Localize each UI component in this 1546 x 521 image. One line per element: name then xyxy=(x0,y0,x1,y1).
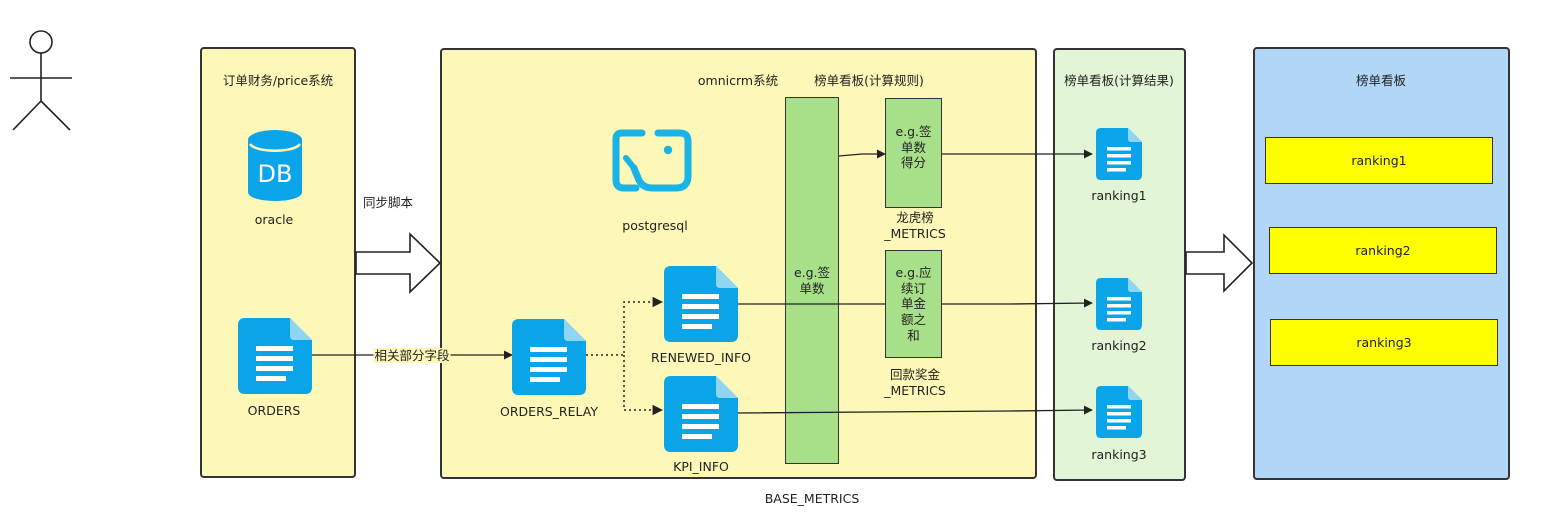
result-ranking2-label: ranking2 xyxy=(1091,338,1147,353)
dashboard-ranking3-label: ranking3 xyxy=(1356,335,1412,350)
ranking1-document-icon xyxy=(1096,128,1142,180)
postgresql-logo-icon xyxy=(612,129,692,192)
omnicrm-title: omnicrm系统 xyxy=(697,73,779,88)
rule2-text: e.g.应续订单金额之和 xyxy=(895,265,932,343)
base-metric-text: e.g.签单数 xyxy=(793,265,831,296)
related-fields-label: 相关部分字段 xyxy=(373,348,451,363)
rules-title: 榜单看板(计算规则) xyxy=(814,73,924,88)
user-actor-icon xyxy=(10,30,72,131)
order-finance-panel xyxy=(200,47,356,478)
dashboard-ranking3: ranking3 xyxy=(1270,319,1498,366)
dashboard-title: 榜单看板 xyxy=(1355,73,1407,88)
rule1-name: 龙虎榜_METRICS xyxy=(884,210,946,241)
dashboard-ranking2: ranking2 xyxy=(1269,227,1497,274)
database-icon xyxy=(248,130,302,201)
postgresql-label: postgresql xyxy=(622,218,688,233)
renewed-info-document-icon xyxy=(664,266,738,342)
dashboard-ranking2-label: ranking2 xyxy=(1355,243,1411,258)
order-finance-title: 订单财务/price系统 xyxy=(222,73,334,88)
base-metric-box xyxy=(785,97,839,464)
ranking2-document-icon xyxy=(1096,278,1142,330)
output-big-arrow xyxy=(1185,233,1254,293)
orders-label: ORDERS xyxy=(247,403,301,418)
sync-big-arrow xyxy=(355,232,442,294)
db-icon-text: DB xyxy=(257,160,293,188)
orders-document-icon xyxy=(238,318,312,394)
oracle-label: oracle xyxy=(254,212,294,227)
orders-relay-document-icon xyxy=(512,319,586,395)
results-title: 榜单看板(计算结果) xyxy=(1064,73,1174,88)
orders-relay-label: ORDERS_RELAY xyxy=(500,404,598,419)
rule1-box xyxy=(885,98,942,208)
kpi-info-label: KPI_INFO xyxy=(673,459,729,474)
result-ranking1-label: ranking1 xyxy=(1091,188,1147,203)
result-ranking3-label: ranking3 xyxy=(1091,447,1147,462)
kpi-info-document-icon xyxy=(664,376,738,452)
dashboard-ranking1-label: ranking1 xyxy=(1351,153,1407,168)
dashboard-ranking1: ranking1 xyxy=(1265,137,1493,184)
rule1-text: e.g.签单数得分 xyxy=(895,124,932,171)
rule2-box xyxy=(885,250,942,358)
sync-script-label: 同步脚本 xyxy=(363,195,414,210)
ranking3-document-icon xyxy=(1096,386,1142,438)
rule2-name: 回款奖金_METRICS xyxy=(884,367,946,398)
renewed-info-label: RENEWED_INFO xyxy=(650,350,752,365)
base-metrics-label: BASE_METRICS xyxy=(764,491,860,506)
